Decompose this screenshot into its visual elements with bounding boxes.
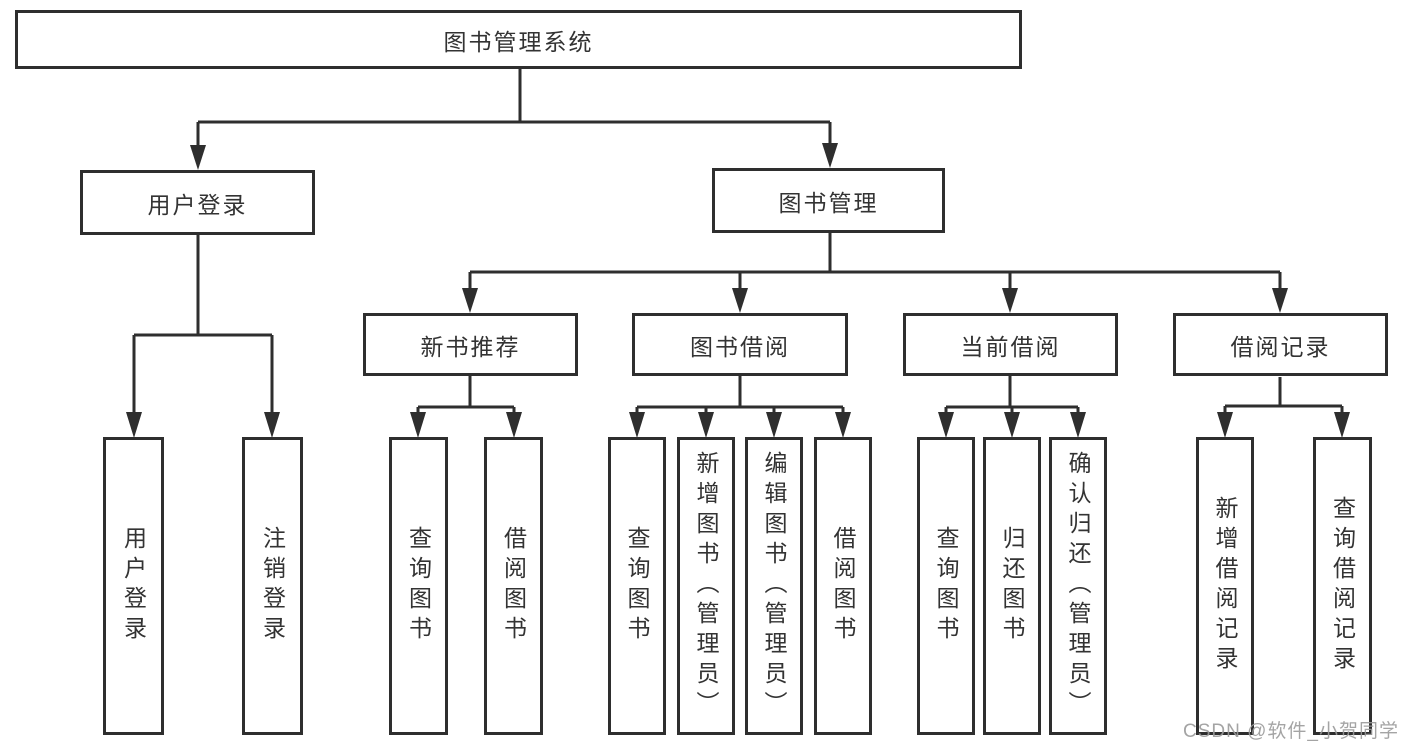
arrowhead bbox=[822, 143, 838, 168]
connector-root-to-level2 bbox=[190, 69, 838, 170]
node-leaf-br-query-record: 查询借阅记录 bbox=[1313, 437, 1372, 735]
node-label: 查询图书 bbox=[933, 526, 959, 646]
connector-borrow-to-leaves bbox=[629, 376, 851, 438]
node-leaf-logout: 注销登录 bbox=[242, 437, 303, 735]
node-leaf-cb-query-books: 查询图书 bbox=[917, 437, 975, 735]
node-label: 查询借阅记录 bbox=[1329, 496, 1356, 676]
node-label: 查询图书 bbox=[405, 526, 432, 646]
arrowhead bbox=[1334, 412, 1350, 438]
arrowhead bbox=[629, 412, 645, 438]
node-label: 新增借阅记录 bbox=[1212, 496, 1238, 676]
arrowhead bbox=[126, 412, 142, 438]
node-leaf-nb-query-books: 查询图书 bbox=[389, 437, 448, 735]
arrowhead bbox=[698, 412, 714, 438]
arrowhead bbox=[506, 412, 522, 438]
arrowhead bbox=[190, 145, 206, 170]
connector-login-to-leaves bbox=[126, 235, 280, 438]
node-current-borrow: 当前借阅 bbox=[903, 313, 1118, 376]
node-book-borrow: 图书借阅 bbox=[632, 313, 848, 376]
arrowhead bbox=[264, 412, 280, 438]
node-label: 借阅记录 bbox=[1230, 333, 1331, 360]
node-label: 图书借阅 bbox=[690, 333, 790, 360]
node-label: 用户登录 bbox=[147, 191, 248, 218]
node-book-mgmt: 图书管理 bbox=[712, 168, 945, 233]
node-label: 图书管理 bbox=[778, 189, 879, 216]
arrowhead bbox=[1272, 288, 1288, 313]
node-leaf-br-add-record: 新增借阅记录 bbox=[1196, 437, 1254, 735]
arrowhead bbox=[1004, 412, 1020, 438]
node-label: 新增图书（管理员） bbox=[693, 451, 719, 721]
arrowhead bbox=[835, 412, 851, 438]
node-label: 图书管理系统 bbox=[443, 28, 594, 55]
node-leaf-bb-borrow-books: 借阅图书 bbox=[814, 437, 872, 735]
connector-mgmt-to-level3 bbox=[462, 233, 1288, 313]
arrowhead bbox=[462, 288, 478, 313]
node-label: 归还图书 bbox=[999, 526, 1025, 646]
arrowhead bbox=[1070, 412, 1086, 438]
node-label: 当前借阅 bbox=[960, 333, 1061, 360]
arrowhead bbox=[766, 412, 782, 438]
node-label: 确认归还（管理员） bbox=[1065, 451, 1091, 721]
node-label: 借阅图书 bbox=[830, 526, 856, 646]
arrowhead bbox=[410, 412, 426, 438]
node-leaf-user-login: 用户登录 bbox=[103, 437, 164, 735]
node-leaf-bb-add-books-admin: 新增图书（管理员） bbox=[677, 437, 735, 735]
node-label: 新书推荐 bbox=[420, 333, 521, 360]
node-label: 用户登录 bbox=[120, 526, 147, 646]
node-borrow-records: 借阅记录 bbox=[1173, 313, 1388, 376]
node-leaf-bb-edit-books-admin: 编辑图书（管理员） bbox=[745, 437, 803, 735]
arrowhead bbox=[732, 288, 748, 313]
node-leaf-cb-return-books: 归还图书 bbox=[983, 437, 1041, 735]
node-leaf-nb-borrow-books: 借阅图书 bbox=[484, 437, 543, 735]
arrowhead bbox=[1217, 412, 1233, 438]
node-label: 编辑图书（管理员） bbox=[761, 451, 787, 721]
node-label: 注销登录 bbox=[259, 526, 286, 646]
connector-newbooks-to-leaves bbox=[410, 376, 522, 438]
connector-records-to-leaves bbox=[1217, 377, 1350, 438]
node-leaf-bb-query-books: 查询图书 bbox=[608, 437, 666, 735]
csdn-watermark: CSDN @软件_小贺同学 bbox=[1183, 721, 1399, 742]
node-label: 查询图书 bbox=[624, 526, 650, 646]
node-leaf-cb-confirm-return-admin: 确认归还（管理员） bbox=[1049, 437, 1107, 735]
arrowhead bbox=[1002, 288, 1018, 313]
node-label: 借阅图书 bbox=[500, 526, 527, 646]
node-new-book-recommend: 新书推荐 bbox=[363, 313, 578, 376]
arrowhead bbox=[938, 412, 954, 438]
node-user-login: 用户登录 bbox=[80, 170, 315, 235]
connector-current-to-leaves bbox=[938, 376, 1086, 438]
node-root-system: 图书管理系统 bbox=[15, 10, 1022, 69]
